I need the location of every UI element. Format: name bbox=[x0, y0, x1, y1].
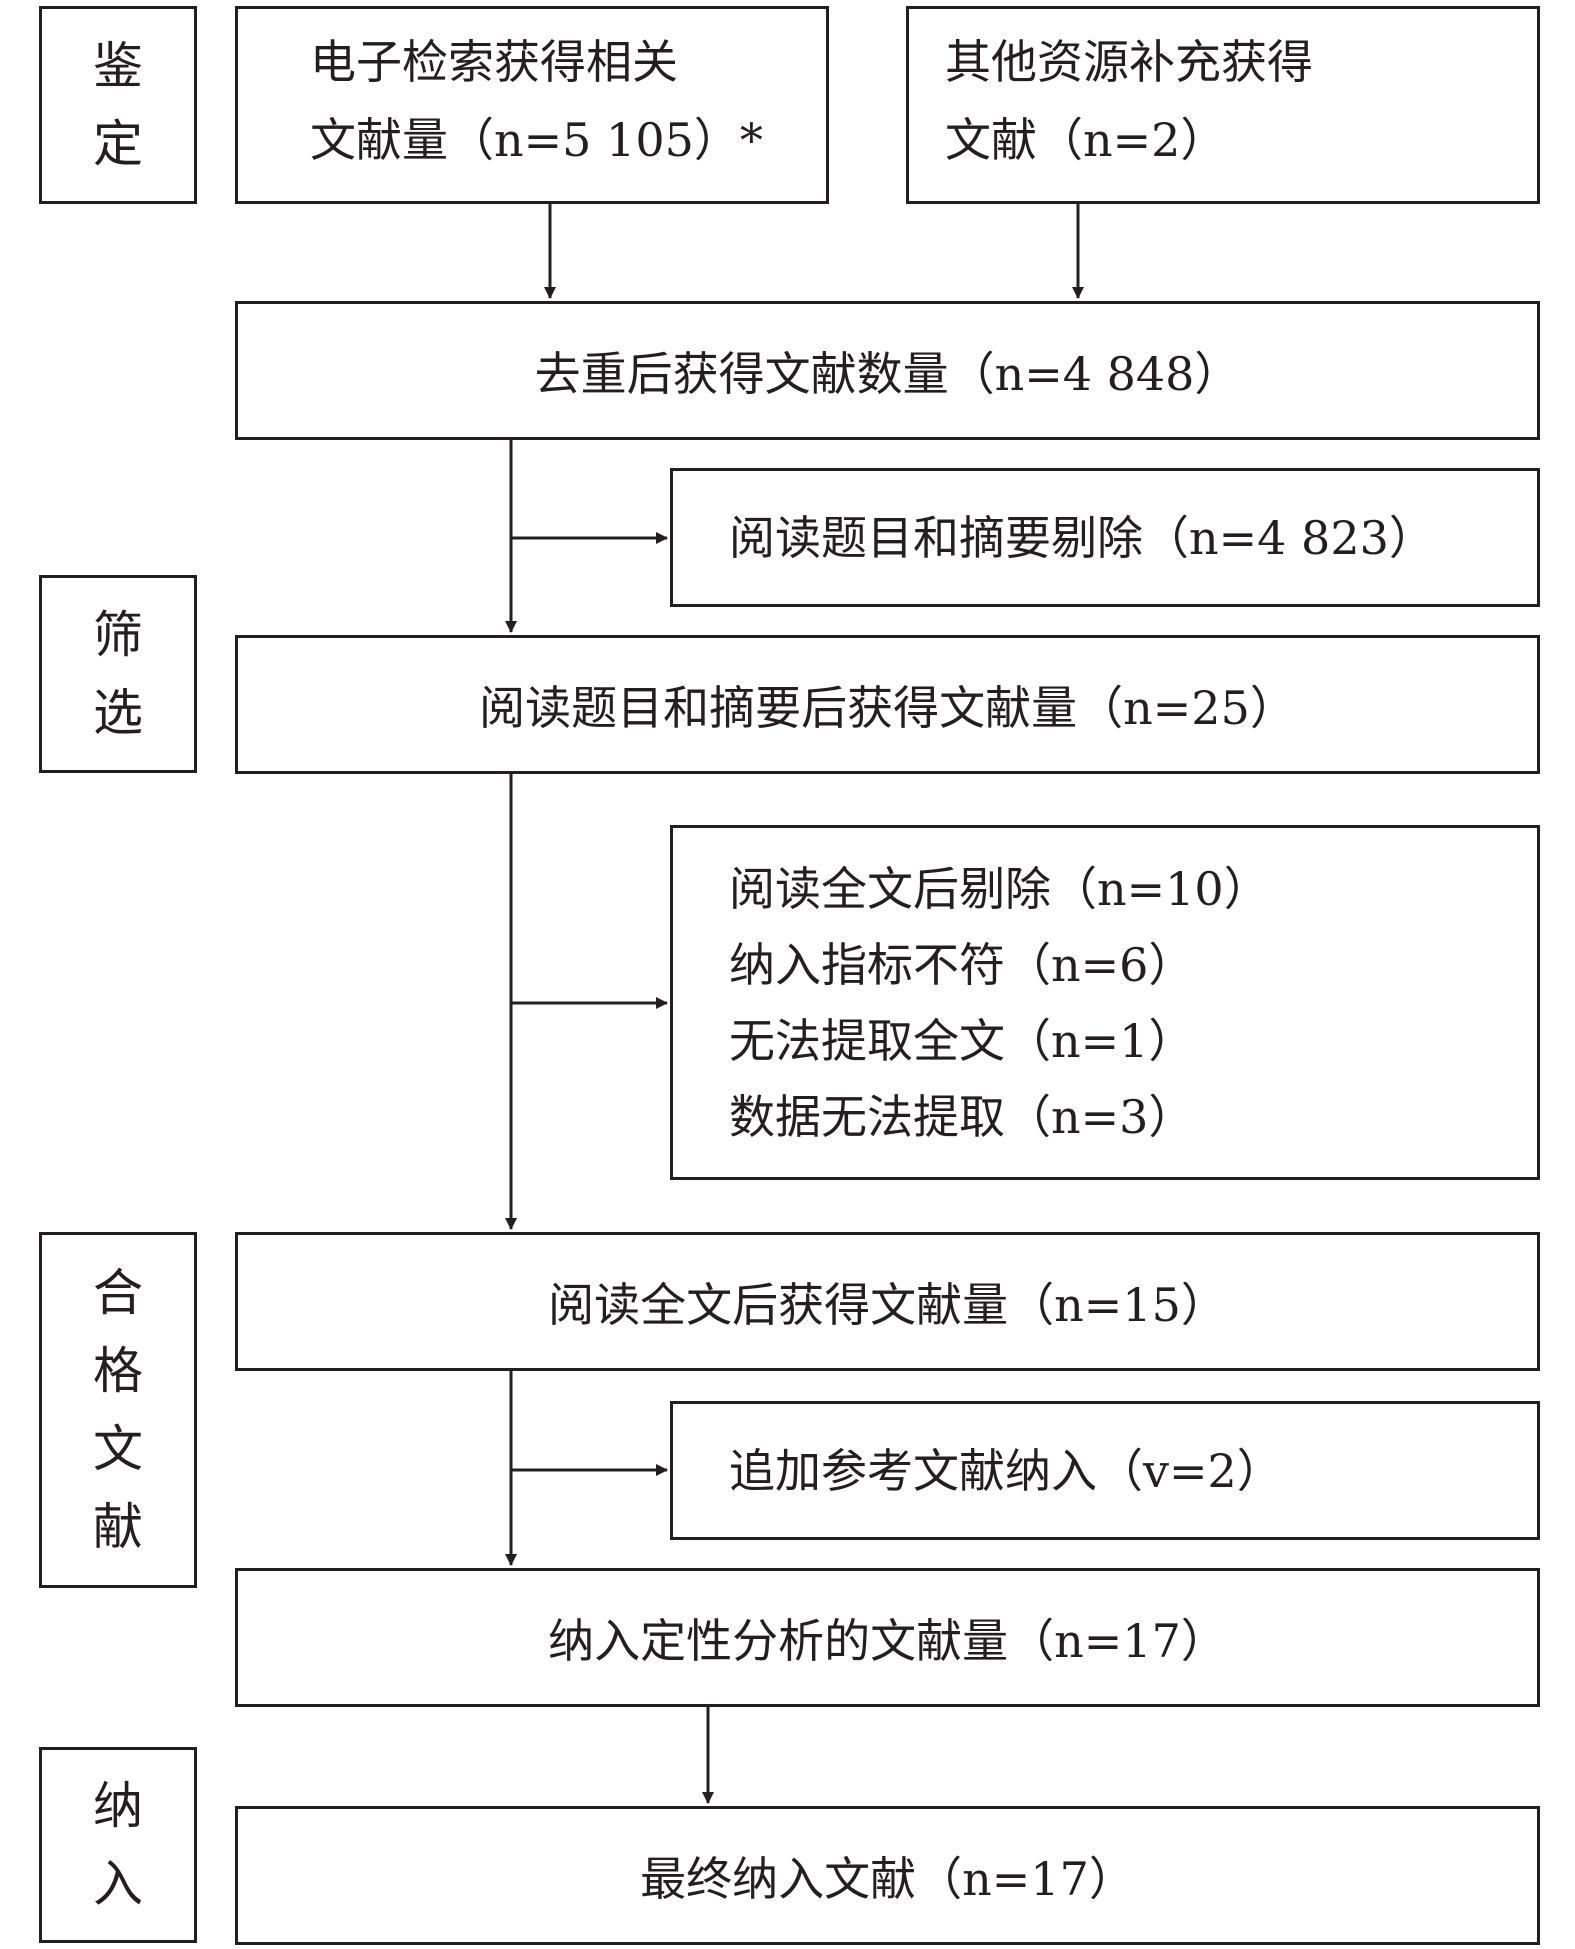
box-line: 文献（n=2） bbox=[945, 113, 1227, 167]
other-sources-box: 其他资源补充获得 文献（n=2） bbox=[906, 6, 1540, 204]
stage-included: 纳 入 bbox=[39, 1747, 197, 1943]
electronic-search-box: 电子检索获得相关 文献量（n=5 105）* bbox=[235, 6, 829, 204]
box-text: 阅读全文后获得文献量（n=15） bbox=[548, 1277, 1227, 1332]
excluded-title-abstract-box: 阅读题目和摘要剔除（n=4 823） bbox=[670, 468, 1540, 607]
box-text: 去重后获得文献数量（n=4 848） bbox=[534, 346, 1241, 401]
stage-char: 合 bbox=[93, 1264, 143, 1322]
stage-char: 鉴 bbox=[93, 37, 143, 95]
stage-char: 定 bbox=[93, 115, 143, 173]
box-line: 其他资源补充获得 bbox=[945, 35, 1313, 89]
box-line: 阅读全文后剔除（n=10） bbox=[729, 861, 1270, 916]
stage-char: 献 bbox=[93, 1498, 143, 1556]
added-references-box: 追加参考文献纳入（v=2） bbox=[670, 1401, 1540, 1540]
box-line: 文献量（n=5 105）* bbox=[310, 113, 763, 167]
box-line: 无法提取全文（n=1） bbox=[729, 1013, 1195, 1068]
stage-char: 筛 bbox=[93, 606, 143, 664]
box-text: 最终纳入文献（n=17） bbox=[640, 1851, 1135, 1906]
box-line: 数据无法提取（n=3） bbox=[729, 1089, 1195, 1144]
stage-char: 格 bbox=[93, 1342, 143, 1400]
stage-screening: 筛 选 bbox=[39, 575, 197, 773]
stage-char: 入 bbox=[93, 1855, 143, 1913]
box-line: 纳入指标不符（n=6） bbox=[729, 937, 1195, 992]
after-dedup-box: 去重后获得文献数量（n=4 848） bbox=[235, 301, 1540, 440]
stage-eligibility: 合 格 文 献 bbox=[39, 1232, 197, 1588]
stage-identification: 鉴 定 bbox=[39, 6, 197, 204]
box-text: 纳入定性分析的文献量（n=17） bbox=[548, 1613, 1227, 1668]
box-text: 阅读题目和摘要剔除（n=4 823） bbox=[729, 510, 1435, 565]
qualitative-analysis-box: 纳入定性分析的文献量（n=17） bbox=[235, 1568, 1540, 1707]
stage-char: 纳 bbox=[93, 1777, 143, 1835]
stage-char: 文 bbox=[93, 1420, 143, 1478]
box-line: 电子检索获得相关 bbox=[310, 35, 678, 89]
after-fulltext-box: 阅读全文后获得文献量（n=15） bbox=[235, 1232, 1540, 1371]
box-text: 阅读题目和摘要后获得文献量（n=25） bbox=[479, 680, 1296, 735]
box-text: 追加参考文献纳入（v=2） bbox=[729, 1443, 1283, 1498]
stage-char: 选 bbox=[93, 684, 143, 742]
final-included-box: 最终纳入文献（n=17） bbox=[235, 1806, 1540, 1945]
after-title-abstract-box: 阅读题目和摘要后获得文献量（n=25） bbox=[235, 635, 1540, 774]
excluded-fulltext-box: 阅读全文后剔除（n=10） 纳入指标不符（n=6） 无法提取全文（n=1） 数据… bbox=[670, 825, 1540, 1180]
